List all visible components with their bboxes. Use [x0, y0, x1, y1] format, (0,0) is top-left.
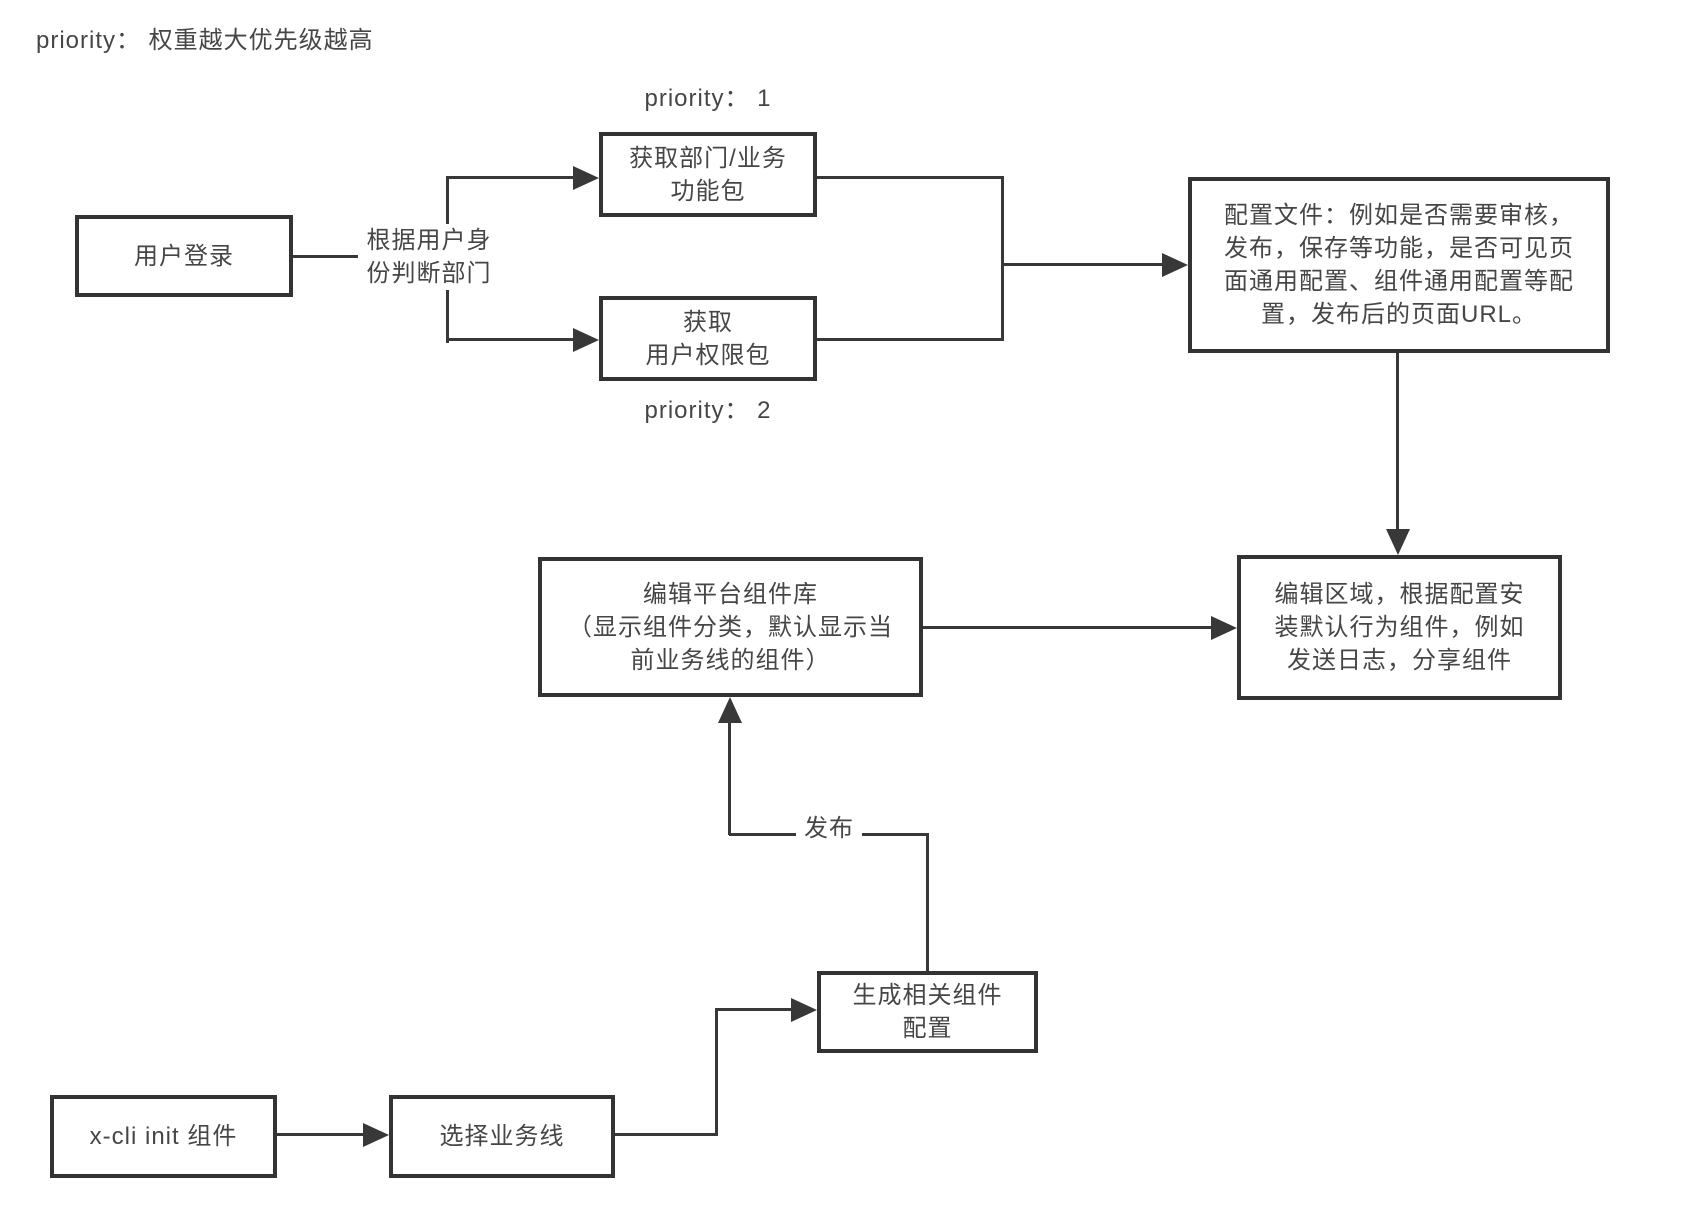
priority-2-label: priority： 2: [644, 397, 772, 424]
edge-component-library-to-edit-area: [923, 626, 1213, 629]
arrowhead-into-edit-area-left: [1211, 616, 1237, 640]
edge-fork-to-dept-package: [447, 176, 575, 179]
node-dept-business-package: 获取部门/业务 功能包: [599, 132, 817, 217]
node-config-file: 配置文件：例如是否需要审核， 发布，保存等功能，是否可见页 面通用配置、组件通用…: [1188, 177, 1610, 353]
arrowhead-into-config-file: [1162, 253, 1188, 277]
edge-select-line-right: [615, 1133, 718, 1136]
edge-dept-package-to-merge: [817, 176, 1004, 179]
arrowhead-into-component-library: [718, 697, 742, 723]
judge-department-label: 根据用户身 份判断部门: [358, 224, 500, 290]
edge-fork-to-perm-package: [447, 338, 575, 341]
edge-into-generate-config: [716, 1008, 793, 1011]
edge-generate-config-up: [926, 833, 929, 973]
node-xcli-init-component: x-cli init 组件: [50, 1095, 277, 1178]
arrowhead-into-generate-config: [791, 998, 817, 1022]
arrowhead-into-edit-area-top: [1386, 529, 1410, 555]
edge-config-file-to-edit-area: [1396, 353, 1399, 531]
diagram-title: priority： 权重越大优先级越高: [36, 27, 374, 54]
arrowhead-into-select-line: [363, 1123, 389, 1147]
edge-xcli-to-select-line: [277, 1133, 365, 1136]
publish-label: 发布: [796, 812, 862, 845]
edge-perm-package-to-merge: [817, 338, 1004, 341]
edge-merge-vertical: [1001, 176, 1004, 341]
arrowhead-into-perm-package: [573, 328, 599, 352]
node-edit-area: 编辑区域，根据配置安 装默认行为组件，例如 发送日志，分享组件: [1237, 555, 1562, 700]
edge-select-line-up: [715, 1008, 718, 1136]
node-generate-component-config: 生成相关组件 配置: [817, 971, 1038, 1053]
priority-1-label: priority： 1: [644, 85, 772, 112]
edge-merge-to-config-file: [1001, 263, 1164, 266]
node-user-permission-package: 获取 用户权限包: [599, 296, 817, 381]
node-user-login: 用户登录: [75, 215, 293, 297]
node-component-library: 编辑平台组件库 （显示组件分类，默认显示当 前业务线的组件）: [538, 557, 923, 697]
edge-publish-up: [728, 721, 731, 835]
arrowhead-into-dept-package: [573, 166, 599, 190]
node-select-business-line: 选择业务线: [389, 1095, 615, 1178]
